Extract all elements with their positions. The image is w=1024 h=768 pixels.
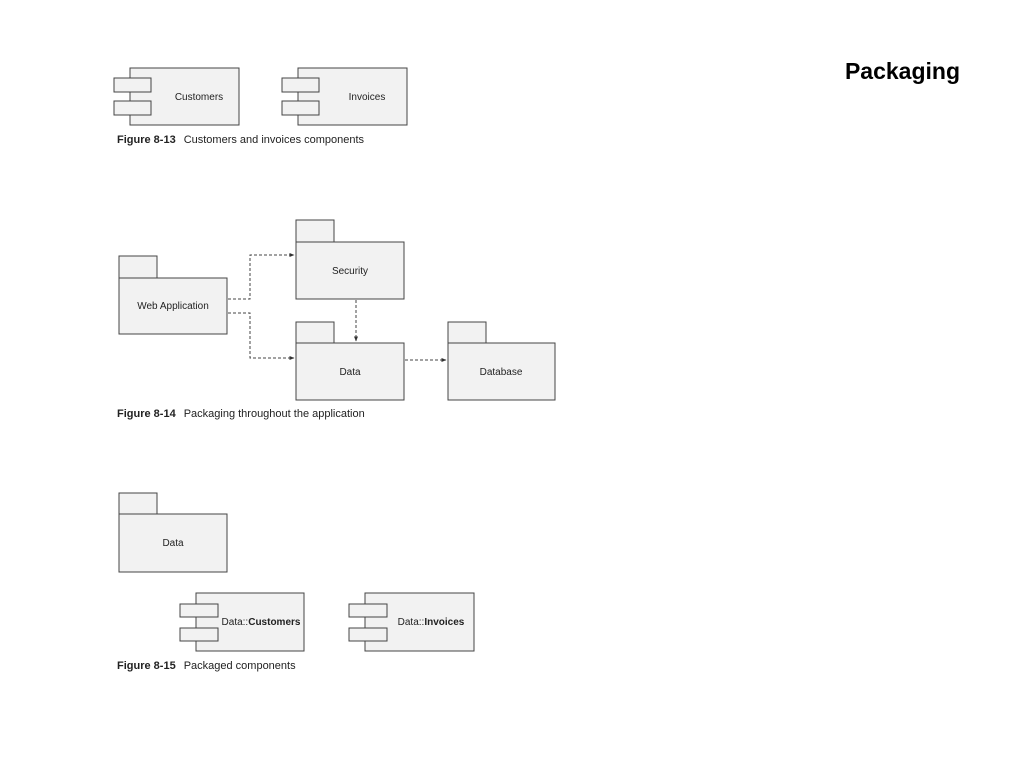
component-customers: Customers: [113, 67, 240, 126]
package-label: Data: [339, 367, 361, 378]
component-data-invoices: Data::Invoices: [348, 592, 475, 652]
package-label: Security: [332, 266, 368, 277]
component-name: Customers: [248, 617, 301, 628]
component-label: Customers: [175, 92, 223, 103]
component-data-customers: Data::Customers: [179, 592, 305, 652]
package-tab: [118, 492, 158, 515]
package-tab: [295, 321, 335, 344]
component-port-icon: [281, 100, 320, 116]
caption-text: Packaged components: [184, 660, 296, 672]
package-web-application: Web Application: [118, 255, 228, 335]
component-label: Invoices: [349, 92, 386, 103]
caption-text: Packaging throughout the application: [184, 408, 365, 420]
package-database: Database: [447, 321, 556, 401]
component-port-icon: [348, 603, 388, 618]
component-port-icon: [179, 627, 219, 642]
slide-title: Packaging: [844, 58, 960, 84]
package-tab: [447, 321, 487, 344]
dependency-web-to-data: [228, 312, 295, 360]
package-label: Web Application: [137, 301, 209, 312]
package-tab: [295, 219, 335, 243]
figure-number: Figure 8-15: [117, 660, 176, 672]
figure-number: Figure 8-14: [117, 408, 177, 420]
dependency-web-to-security: [228, 253, 295, 300]
component-port-icon: [348, 627, 388, 642]
package-label: Data: [162, 538, 184, 549]
component-prefix: Data::: [398, 617, 425, 628]
component-port-icon: [179, 603, 219, 618]
package-tab: [118, 255, 158, 279]
component-prefix: Data::: [222, 617, 249, 628]
caption-text: Customers and invoices components: [184, 134, 365, 146]
figure-8-15: Data Data::Customers Data::Invoices Figu…: [117, 492, 475, 672]
package-data-container: Data: [118, 492, 228, 573]
figure-caption: Figure 8-15 Packaged components: [117, 660, 296, 672]
component-port-icon: [281, 77, 320, 93]
package-data: Data: [295, 321, 405, 401]
figure-caption: Figure 8-14 Packaging throughout the appl…: [117, 408, 365, 420]
component-name: Invoices: [424, 617, 464, 628]
component-port-icon: [113, 77, 152, 93]
component-invoices: Invoices: [281, 67, 408, 126]
component-label: Data::Invoices: [398, 617, 465, 628]
figure-number: Figure 8-13: [117, 134, 176, 146]
component-port-icon: [113, 100, 152, 116]
component-label: Data::Customers: [222, 617, 301, 628]
package-label: Database: [480, 367, 523, 378]
figure-8-14: Web Application Security Data Database F…: [117, 219, 556, 420]
figure-8-13: Customers Invoices Figure 8-13 Customers …: [113, 67, 408, 146]
figure-caption: Figure 8-13 Customers and invoices compon…: [117, 134, 365, 146]
package-security: Security: [295, 219, 405, 300]
